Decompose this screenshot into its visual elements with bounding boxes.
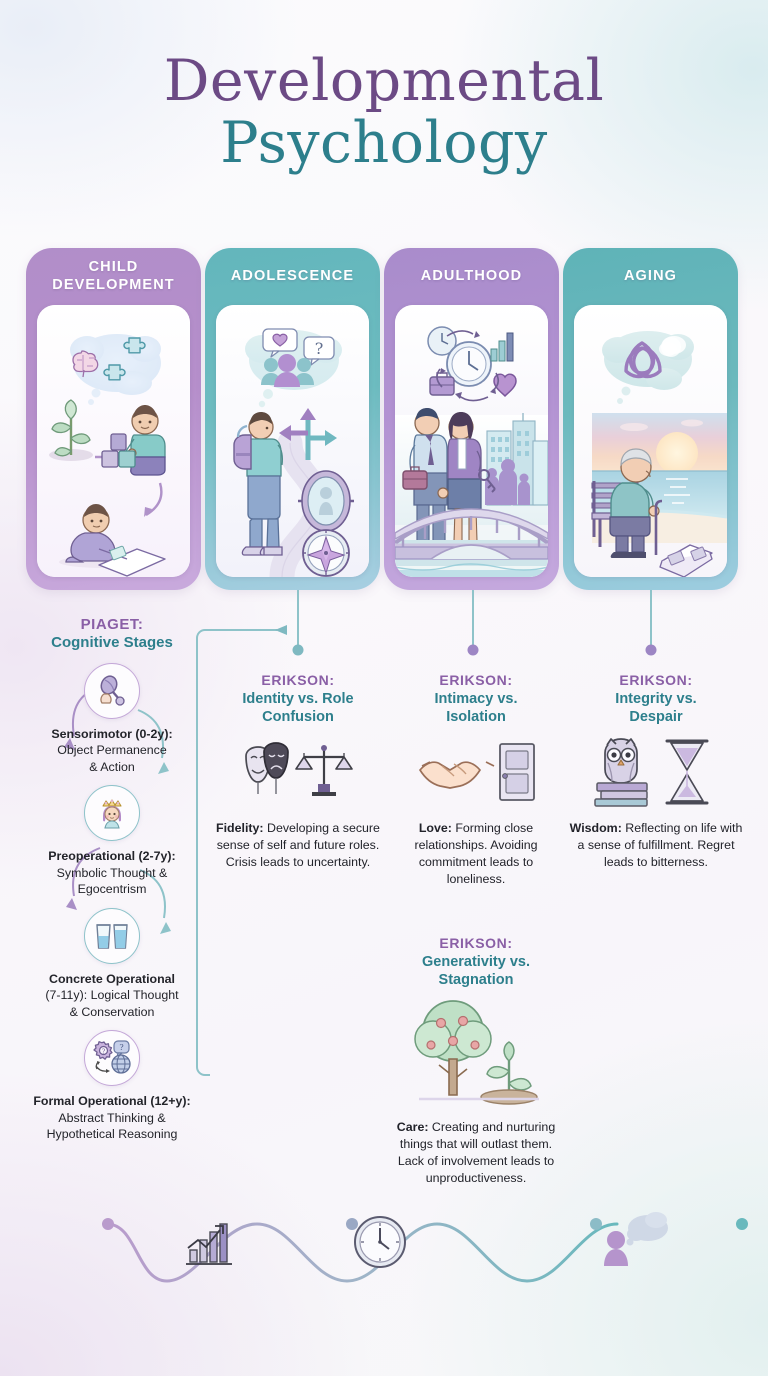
erikson-block-aging: ERIKSON: Integrity vs. Despair — [566, 672, 746, 871]
piaget-stage-detail-preoperational: Symbolic Thought & Egocentrism — [56, 865, 168, 897]
piaget-stage-title-preoperational: Preoperational (2-7y): — [48, 849, 176, 864]
erikson-virtue-adulthood: Love: — [418, 820, 452, 835]
three-way-arrow — [279, 408, 337, 460]
erikson-heading-value-adulthood: Intimacy vs. Isolation — [434, 690, 518, 725]
stage-card-adulthood[interactable]: ADULTHOOD — [384, 248, 559, 590]
adulthood-illustration — [395, 305, 548, 577]
seedling-plant — [49, 399, 93, 461]
erikson-heading-key-adulthood: ERIKSON: — [439, 672, 513, 688]
erikson-body-text-adulthood: Forming close relationships. Avoiding co… — [414, 820, 538, 887]
erikson-body-text-aging: Reflecting on life with a sense of fulfi… — [577, 820, 743, 869]
thought-bubble-triquetra — [602, 331, 694, 404]
erikson-heading-value-adolescence: Identity vs. Role Confusion — [242, 690, 354, 725]
svg-text:?: ? — [102, 1048, 106, 1056]
teen-with-backpack — [233, 412, 284, 556]
erikson-body-adulthood: Love: Forming close relationships. Avoid… — [388, 820, 564, 888]
piaget-stage-concrete-operational[interactable]: Concrete Operational (7-11y): Logical Th… — [14, 907, 210, 1021]
erikson-block-adulthood: ERIKSON: Intimacy vs. Isolation Love: Fo… — [388, 672, 564, 888]
open-book — [659, 544, 713, 577]
tree-seedling-icon — [388, 999, 564, 1107]
piaget-stage-detail-formal-operational: Abstract Thinking & Hypothetical Reasoni… — [46, 1110, 178, 1142]
princess-child-icon — [84, 785, 140, 842]
piaget-stage-detail-sensorimotor: Object Permanence & Action — [57, 743, 167, 774]
erikson-heading-key-adolescence: ERIKSON: — [261, 672, 335, 688]
erikson-body-text-adolescence: Developing a secure sense of self and fu… — [216, 820, 380, 869]
aging-illustration — [574, 305, 727, 577]
title-line-2: Psychology — [220, 110, 548, 177]
clock-icon — [354, 1216, 406, 1268]
stage-card-label-child-development: CHILD DEVELOPMENT — [52, 259, 175, 293]
piaget-stage-title-sensorimotor: Sensorimotor (0-2y): — [51, 726, 173, 741]
erikson-block-adolescence: ERIKSON: Identity vs. Role Confusion — [212, 672, 384, 871]
bridge — [395, 508, 548, 577]
title-line-1: Developmental — [163, 48, 605, 114]
piaget-stage-label-sensorimotor: Sensorimotor (0-2y): Object Permanence &… — [14, 726, 210, 776]
growth-chart-icon — [186, 1223, 232, 1265]
stage-card-label-adolescence: ADOLESCENCE — [230, 267, 355, 284]
toddler-with-blocks — [101, 405, 166, 476]
keys — [478, 469, 496, 493]
erikson-virtue-adolescence: Fidelity: — [216, 820, 264, 835]
adolescence-illustration: ? — [216, 305, 369, 577]
piaget-stage-label-preoperational: Preoperational (2-7y): Symbolic Thought … — [14, 848, 210, 898]
stage-cards-row: CHILD DEVELOPMENT — [26, 248, 744, 590]
stage-card-child-development[interactable]: CHILD DEVELOPMENT — [26, 248, 201, 590]
erikson-body-generativity: Care: Creating and nurturing things that… — [388, 1119, 564, 1187]
piaget-heading: PIAGET: Cognitive Stages — [14, 616, 210, 653]
piaget-stage-title-concrete-operational: Concrete Operational — [49, 971, 175, 986]
erikson-heading-value-aging: Integrity vs. Despair — [615, 690, 697, 725]
piaget-stage-formal-operational[interactable]: ? ? — [14, 1030, 210, 1143]
piaget-stage-title-formal-operational: Formal Operational (12+y): — [33, 1094, 191, 1109]
stage-card-adolescence[interactable]: ADOLESCENCE — [205, 248, 380, 590]
thought-bubble-peers-heart-question: ? — [245, 328, 342, 408]
owl-books-hourglass-icon — [566, 736, 746, 808]
stage-card-label-aging: AGING — [623, 267, 678, 284]
erikson-heading-aging: ERIKSON: Integrity vs. Despair — [566, 672, 746, 726]
piaget-heading-key: PIAGET: — [80, 616, 144, 633]
piaget-stage-detail-concrete-operational: (7-11y): Logical Thought & Conservation — [45, 988, 179, 1019]
erikson-virtue-generativity: Care: — [396, 1119, 429, 1134]
erikson-heading-key-generativity: ERIKSON: — [439, 935, 513, 951]
erikson-heading-generativity: ERIKSON: Generativity vs. Stagnation — [388, 935, 564, 989]
two-glasses-icon — [84, 907, 140, 964]
piaget-column: PIAGET: Cognitive Stages Sensorimotor (0… — [14, 616, 210, 1143]
erikson-heading-adolescence: ERIKSON: Identity vs. Role Confusion — [212, 672, 384, 726]
svg-text:?: ? — [119, 1043, 123, 1052]
thought-bubble-brain-puzzle — [70, 334, 161, 405]
rattle-icon — [84, 662, 140, 719]
erikson-heading-key-aging: ERIKSON: — [619, 672, 693, 688]
erikson-body-text-generativity: Creating and nurturing things that will … — [397, 1119, 556, 1186]
piaget-stage-label-concrete-operational: Concrete Operational (7-11y): Logical Th… — [14, 971, 210, 1021]
erikson-heading-value-generativity: Generativity vs. Stagnation — [422, 953, 530, 988]
piaget-stage-preoperational[interactable]: Preoperational (2-7y): Symbolic Thought … — [14, 785, 210, 898]
gear-question-globe-icon: ? ? — [84, 1030, 140, 1087]
person-thought-bubble-icon — [604, 1212, 668, 1266]
clocks-briefcase-chart-heart — [427, 326, 517, 402]
erikson-body-aging: Wisdom: Reflecting on life with a sense … — [566, 820, 746, 871]
erikson-block-generativity: ERIKSON: Generativity vs. Stagnation — [388, 935, 564, 1187]
theater-masks-scales-icon — [212, 736, 384, 808]
child-development-illustration — [37, 305, 190, 577]
elder-on-bench — [591, 448, 663, 558]
compass — [302, 529, 350, 577]
erikson-virtue-aging: Wisdom: — [569, 820, 622, 835]
page-title: Developmental Psychology — [0, 52, 768, 172]
erikson-body-adolescence: Fidelity: Developing a secure sense of s… — [212, 820, 384, 871]
handshake-door-icon — [388, 736, 564, 808]
family-silhouette — [485, 459, 530, 505]
piaget-heading-value: Cognitive Stages — [51, 634, 173, 652]
svg-text:?: ? — [315, 339, 324, 358]
stage-card-label-adulthood: ADULTHOOD — [420, 267, 523, 284]
piaget-stage-label-formal-operational: Formal Operational (12+y): Abstract Thin… — [14, 1093, 210, 1143]
piaget-stage-sensorimotor[interactable]: Sensorimotor (0-2y): Object Permanence &… — [14, 662, 210, 776]
footer-timeline — [102, 1212, 748, 1283]
baby-reading-book — [59, 504, 166, 577]
erikson-heading-adulthood: ERIKSON: Intimacy vs. Isolation — [388, 672, 564, 726]
stage-card-aging[interactable]: AGING — [563, 248, 738, 590]
mirror — [298, 470, 354, 532]
